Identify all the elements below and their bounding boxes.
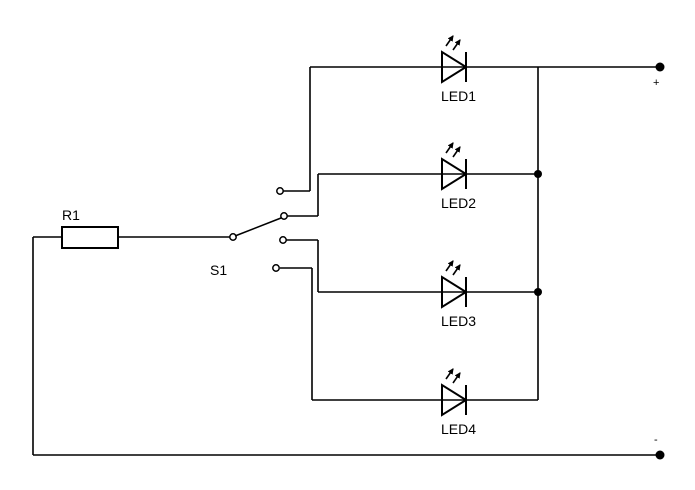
led-label: LED2 bbox=[441, 195, 476, 211]
switch-contact-3 bbox=[279, 236, 287, 244]
switch-s1: S1 bbox=[210, 187, 288, 278]
light-arrow-icon bbox=[445, 260, 454, 272]
terminal-node bbox=[655, 450, 665, 460]
switch-lever bbox=[234, 217, 282, 237]
diode-triangle bbox=[441, 275, 468, 309]
light-arrow-icon bbox=[452, 39, 461, 51]
positive-terminal: + bbox=[653, 62, 665, 89]
light-arrow-icon bbox=[445, 368, 454, 380]
light-arrow-icon bbox=[452, 264, 461, 276]
negative-label: - bbox=[654, 434, 658, 446]
led-label: LED4 bbox=[441, 421, 476, 437]
switch-contact-1 bbox=[276, 187, 284, 195]
led-label: LED1 bbox=[441, 88, 476, 104]
negative-terminal: - bbox=[654, 434, 665, 460]
junctions bbox=[534, 170, 542, 296]
positive-label: + bbox=[653, 77, 659, 89]
junction-node bbox=[534, 288, 542, 296]
switch-contact-4 bbox=[272, 264, 280, 272]
led-2: LED2 bbox=[441, 142, 476, 211]
resistor-label: R1 bbox=[62, 207, 80, 223]
switch-label: S1 bbox=[210, 262, 227, 278]
light-arrow-icon bbox=[445, 35, 454, 47]
terminal-node bbox=[655, 62, 665, 72]
light-arrow-icon bbox=[452, 372, 461, 384]
led-4: LED4 bbox=[441, 368, 476, 437]
resistor-r1: R1 bbox=[61, 207, 119, 249]
led-label: LED3 bbox=[441, 313, 476, 329]
light-arrow-icon bbox=[452, 146, 461, 158]
resistor-body bbox=[61, 226, 119, 249]
switch-common-contact bbox=[229, 233, 237, 241]
diode-triangle bbox=[441, 50, 468, 84]
led-1: LED1 bbox=[441, 35, 476, 104]
wires bbox=[32, 66, 660, 456]
diode-triangle bbox=[441, 157, 468, 191]
diode-triangle bbox=[441, 383, 468, 417]
led-3: LED3 bbox=[441, 260, 476, 329]
light-arrow-icon bbox=[445, 142, 454, 154]
junction-node bbox=[534, 170, 542, 178]
switch-contact-2 bbox=[280, 212, 288, 220]
